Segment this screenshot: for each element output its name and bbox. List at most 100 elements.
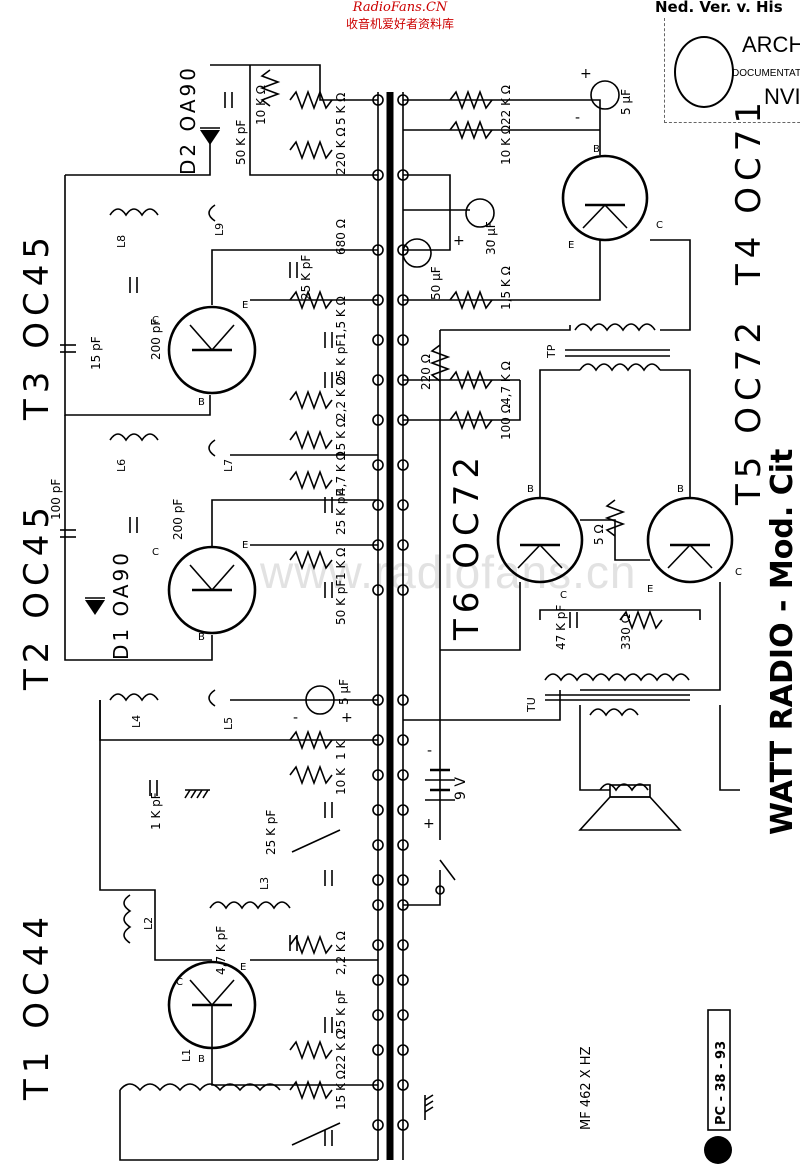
val-c-50uf: 50 µF [429,266,443,300]
t3-pin-b: B [198,397,205,408]
val-c-5uf-mid: 5 µF [337,679,351,705]
val-r-220: 220 Ω [419,354,433,390]
t6-pin-b: B [527,484,534,495]
val-r-680: 680 Ω [334,219,348,255]
val-c-5uf-top: 5 µF [619,89,633,115]
transistor-t5 [646,496,734,584]
coil-l1: L1 [180,1049,193,1062]
plus-sign-d: + [423,816,435,832]
component-values: 10 K Ω 5 K Ω 50 K pF 220 K Ω 22 K Ω 10 K… [49,66,633,1110]
t1-pin-e: E [240,962,246,973]
val-c-47kpf: 47 K pF [554,605,568,650]
transformer-tu: TU [525,697,538,713]
ground-symbols [184,789,434,1120]
val-r-22k-bot: 22 K Ω [334,1030,348,1070]
val-r-1-5k-b: 1,5 K Ω [334,296,348,340]
transistor-t6 [496,496,584,584]
speaker-icon [578,784,682,831]
transistor-t2 [167,545,257,635]
label-t2: T2 OC45 [17,501,57,691]
coils [109,204,690,1092]
footer-ref: PC - 38 - 93 [714,1041,729,1125]
archive-stamp: ARCH DOCUMENTAT NVI [664,18,800,123]
val-c-50kpf-top: 50 K pF [234,120,248,165]
footer-ref-box [707,1009,731,1131]
val-r-4-7k-b: 4,7 K Ω [334,451,348,495]
val-battery: 9 V [453,777,469,800]
val-r-10k-top: 10 K Ω [254,85,268,125]
site-subtitle: 收音机爱好者资料库 [345,17,454,31]
t2-pin-e: E [242,540,248,551]
stamp-border [664,18,800,123]
t1-pin-b: B [198,1054,205,1065]
val-c-25kpf-a: 25 K pF [299,255,313,300]
t3-pin-c: C [152,315,159,326]
t3-pin-e: E [242,300,248,311]
plus-sign-c: + [341,710,353,726]
val-c-25kpf-c: 25 K pF [334,490,348,535]
val-r-1k: 1 K [334,740,348,760]
stamp-line3: NVI [764,84,800,109]
capacitors [60,80,620,1146]
coil-l5: L5 [222,717,235,730]
val-r-15k-b: 15 K Ω [334,1070,348,1110]
val-r-10k-bot: 10 K [334,767,348,795]
val-r-2-2k-b: 2,2 K Ω [334,931,348,975]
t6-pin-e: E [647,584,653,595]
label-t3: T3 OC45 [17,231,57,421]
site-name: RadioFans.CN [352,0,448,15]
val-c-1kpf: 1 K pF [149,792,163,830]
val-c-30uf: 30 µF [484,221,498,255]
coil-l9: L9 [213,223,226,236]
bus-junctions [372,94,409,1131]
val-c-200pf-b: 200 pF [171,499,185,540]
label-d2: D2 OA90 [176,65,200,175]
footer-ref-logo-icon [704,1136,732,1164]
val-r-1k-mid: 1 K Ω [334,548,348,580]
val-c-25kpf-b: 25 K pF [334,340,348,385]
val-r-15k-a: 15 K Ω [334,418,348,458]
minus-sign-a: - [575,110,580,126]
val-r-4-7k-a: 4,7 K Ω [499,361,513,405]
coil-l3: L3 [258,877,271,890]
t2-pin-b: B [198,632,205,643]
label-t4: T4 OC71 [729,96,769,286]
t5-pin-b: B [677,484,684,495]
archive-header: Ned. Ver. v. His [655,0,783,16]
t2-pin-c: C [152,547,159,558]
t4-pin-b: B [593,144,600,155]
val-r-220k: 220 K Ω [334,127,348,175]
val-c-15pf: 15 pF [89,336,103,370]
coil-l7: L7 [222,459,235,472]
t6-pin-c: C [560,590,567,601]
val-c-4-7kpf: 4,7 K pF [214,926,228,975]
transformer-tp: TP [545,344,558,359]
val-r-1-5k-a: 1,5 K Ω [499,266,513,310]
transistor-t1 [167,960,257,1050]
coil-l4: L4 [130,715,143,728]
page-title: WATT RADIO - Mod. Cit [765,449,800,835]
val-c-100pf: 100 pF [49,479,63,520]
coil-l2: L2 [142,917,155,930]
val-r-22k-top: 22 K Ω [499,85,513,125]
coil-l6: L6 [115,459,128,472]
label-t5: T5 OC72 [729,316,769,506]
watermark: www.radiofans.cn [260,546,637,598]
coil-l8: L8 [115,235,128,248]
t4-pin-e: E [568,240,574,251]
t1-pin-c: C [176,977,183,988]
val-c-25kpf-d: 25 K pF [264,810,278,855]
battery [425,768,456,895]
footer-code: MF 462 X HZ [579,1046,594,1130]
val-c-50kpf-mid: 50 K pF [334,580,348,625]
label-t6: T6 OC72 [447,451,487,641]
val-r-330: 330 Ω [619,614,633,650]
minus-sign-d: - [427,743,432,759]
minus-sign-c: - [293,710,298,726]
transistor-t3 [167,305,257,395]
site-header: RadioFans.CN 收音机爱好者资料库 [300,0,500,36]
val-c-200pf-a: 200 pF [149,319,163,360]
transistor-t4 [561,154,649,242]
val-r-100: 100 Ω [499,404,513,440]
